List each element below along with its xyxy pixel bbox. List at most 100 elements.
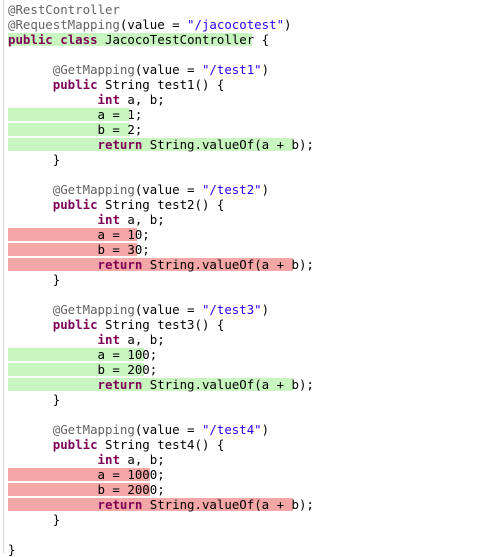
code-line: [0, 407, 503, 422]
code-text: @GetMapping(value = "/test2"): [8, 182, 269, 197]
code-text: @GetMapping(value = "/test4"): [8, 422, 269, 437]
missed-line-highlight: [8, 498, 293, 511]
code-token-plain: a, b;: [119, 212, 165, 227]
code-text: b = 2000;: [8, 482, 165, 497]
code-text: }: [8, 512, 60, 527]
code-token-anno: @RestController: [8, 2, 120, 17]
covered-line-highlight: [8, 348, 144, 361]
code-line: int a, b;: [0, 92, 503, 107]
code-token-plain: [8, 62, 53, 77]
code-line: return String.valueOf(a + b);: [0, 257, 503, 272]
code-token-anno: @GetMapping: [52, 422, 135, 437]
covered-line-highlight: [8, 363, 144, 376]
code-token-kw: int: [97, 332, 120, 347]
code-text: b = 30;: [8, 242, 150, 257]
code-line: b = 30;: [0, 242, 503, 257]
code-token-anno: @GetMapping: [52, 62, 135, 77]
code-token-kw: return: [97, 257, 143, 272]
code-text: @GetMapping(value = "/test1"): [8, 62, 269, 77]
code-text: public String test2() {: [8, 197, 225, 212]
code-line: @GetMapping(value = "/test3"): [0, 302, 503, 317]
code-token-anno: @RequestMapping: [8, 17, 120, 32]
code-text: a = 1;: [8, 107, 143, 122]
code-token-plain: [8, 437, 53, 452]
code-token-str: "/test2": [201, 182, 262, 197]
code-line: b = 2000;: [0, 482, 503, 497]
code-token-plain: [8, 377, 98, 392]
code-token-anno: @GetMapping: [52, 182, 135, 197]
code-line: int a, b;: [0, 332, 503, 347]
code-token-plain: }: [8, 542, 16, 557]
missed-line-highlight: [8, 468, 150, 481]
code-token-plain: }: [8, 152, 61, 167]
code-line: return String.valueOf(a + b);: [0, 497, 503, 512]
code-token-plain: [8, 317, 53, 332]
code-token-str: "/test3": [201, 302, 262, 317]
code-line: @RequestMapping(value = "/jacocotest"): [0, 17, 503, 32]
code-line: a = 100;: [0, 347, 503, 362]
code-text: }: [8, 272, 60, 287]
code-token-plain: ): [261, 422, 270, 437]
code-line: }: [0, 272, 503, 287]
code-token-plain: JacocoTestController {: [97, 32, 270, 47]
code-line: public String test4() {: [0, 437, 503, 452]
code-text: b = 200;: [8, 362, 158, 377]
code-text: public String test3() {: [8, 317, 225, 332]
code-token-kw: public: [8, 32, 53, 47]
code-text: a = 100;: [8, 347, 158, 362]
code-token-plain: ): [261, 62, 270, 77]
code-line: public String test1() {: [0, 77, 503, 92]
code-token-plain: a = 10;: [8, 227, 150, 242]
code-token-plain: [8, 332, 98, 347]
code-token-str: "/test4": [201, 422, 262, 437]
code-text: return String.valueOf(a + b);: [8, 137, 314, 152]
code-token-kw: class: [60, 32, 98, 47]
code-token-plain: a = 1;: [8, 107, 143, 122]
code-token-kw: int: [97, 452, 120, 467]
code-token-plain: b = 2;: [8, 122, 143, 137]
code-token-plain: a, b;: [119, 452, 165, 467]
code-token-plain: (value =: [134, 422, 202, 437]
missed-line-highlight: [8, 243, 137, 256]
code-token-plain: [8, 422, 53, 437]
code-token-plain: String test1() {: [97, 77, 225, 92]
code-text: public String test4() {: [8, 437, 225, 452]
code-token-anno: @GetMapping: [52, 302, 135, 317]
code-line: int a, b;: [0, 452, 503, 467]
code-line: }: [0, 392, 503, 407]
code-line: a = 1;: [0, 107, 503, 122]
code-token-plain: a = 100;: [8, 347, 158, 362]
code-token-plain: [8, 197, 53, 212]
covered-line-highlight: [8, 108, 130, 121]
code-token-kw: return: [97, 137, 143, 152]
code-line: [0, 47, 503, 62]
code-token-plain: [8, 497, 98, 512]
code-token-plain: b = 30;: [8, 242, 150, 257]
code-text: a = 1000;: [8, 467, 165, 482]
code-token-kw: int: [97, 92, 120, 107]
code-text: }: [8, 392, 60, 407]
code-token-plain: a = 1000;: [8, 467, 165, 482]
code-token-str: "/test1": [201, 62, 262, 77]
code-token-plain: a, b;: [119, 92, 165, 107]
code-token-plain: [8, 137, 98, 152]
code-line: }: [0, 152, 503, 167]
code-text: return String.valueOf(a + b);: [8, 257, 314, 272]
code-line: b = 2;: [0, 122, 503, 137]
covered-line-highlight: [8, 123, 130, 136]
code-token-plain: [8, 452, 98, 467]
code-token-kw: public: [52, 317, 98, 332]
code-line: [0, 527, 503, 542]
code-token-kw: public: [52, 197, 98, 212]
code-token-plain: }: [8, 512, 61, 527]
code-text: return String.valueOf(a + b);: [8, 497, 314, 512]
code-token-plain: b = 200;: [8, 362, 158, 377]
code-line: public class JacocoTestController {: [0, 32, 503, 47]
missed-line-highlight: [8, 258, 293, 271]
code-token-plain: String test3() {: [97, 317, 225, 332]
missed-line-highlight: [8, 483, 150, 496]
covered-line-highlight: [8, 33, 252, 46]
code-line: @RestController: [0, 2, 503, 17]
code-token-plain: [8, 77, 53, 92]
